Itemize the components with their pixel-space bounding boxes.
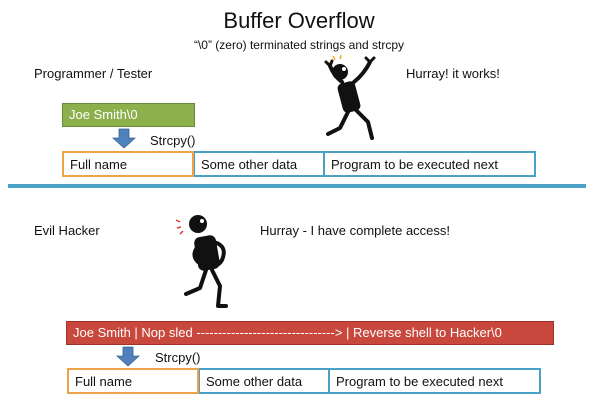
memory-cell-full-name: Full name bbox=[62, 151, 194, 177]
hacker-stick-figure-icon bbox=[175, 215, 228, 308]
strcpy-label: Strcpy() bbox=[155, 350, 201, 365]
memory-layout-normal: Full name Some other data Program to be … bbox=[62, 151, 536, 177]
strcpy-label: Strcpy() bbox=[150, 133, 196, 148]
memory-cell-other-data: Some other data bbox=[194, 151, 324, 177]
normal-input-string: Joe Smith\0 bbox=[62, 103, 195, 127]
memory-cell-other-data: Some other data bbox=[199, 368, 329, 394]
programmer-tester-label: Programmer / Tester bbox=[34, 66, 153, 81]
down-arrow-icon bbox=[111, 128, 137, 149]
section-divider bbox=[8, 184, 586, 188]
hacker-access-text: Hurray - I have complete access! bbox=[260, 223, 451, 238]
overflow-input-string: Joe Smith | Nop sled -------------------… bbox=[66, 321, 554, 345]
happy-stick-figure-icon bbox=[324, 54, 376, 140]
memory-cell-full-name: Full name bbox=[67, 368, 199, 394]
diagram-subtitle: “\0” (zero) terminated strings and strcp… bbox=[193, 38, 405, 52]
memory-cell-next-program: Program to be executed next bbox=[329, 368, 541, 394]
down-arrow-icon bbox=[115, 346, 141, 367]
diagram-title: Buffer Overflow bbox=[223, 8, 375, 33]
memory-cell-next-program: Program to be executed next bbox=[324, 151, 536, 177]
memory-layout-overflow: Full name Some other data Program to be … bbox=[67, 368, 541, 394]
hurray-it-works-text: Hurray! it works! bbox=[406, 66, 500, 81]
evil-hacker-label: Evil Hacker bbox=[34, 223, 100, 238]
